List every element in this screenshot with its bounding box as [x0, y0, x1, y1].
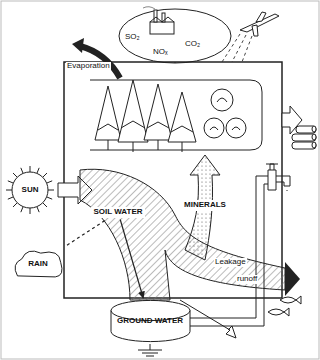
runoff-head [285, 262, 300, 296]
chemical-label: NOₓ [152, 48, 169, 57]
minerals-label: MINERALS [182, 200, 228, 211]
logs-icon [292, 126, 316, 149]
ground-symbol [138, 344, 162, 356]
sun-node: SUN [5, 165, 55, 215]
node-text: GROUND WATER [117, 317, 183, 326]
pollution-cloud [119, 9, 231, 63]
rain-cloud: RAIN [11, 247, 65, 281]
node-text: SUN [22, 186, 39, 195]
biomass-outline [90, 80, 262, 150]
chemical-label: CO₂ [184, 40, 201, 49]
soil-water-label: SOIL WATER [91, 207, 145, 218]
soil-water-flow [80, 169, 285, 300]
factory-icon [143, 7, 174, 34]
flow-label: Leakage [214, 258, 247, 267]
node-text: SOIL WATER [93, 208, 142, 217]
node-text: RAIN [28, 260, 48, 269]
decomposer-icons [204, 89, 246, 138]
airplane-icon [240, 12, 279, 36]
exhaust-lines [222, 34, 252, 62]
fish-icon [268, 296, 301, 316]
rain-lines [67, 220, 106, 246]
groundwater-tank: GROUND WATER [110, 300, 191, 342]
flow-arrow [120, 220, 143, 299]
node-text: MINERALS [184, 201, 226, 210]
process-label: Evaporation [66, 62, 111, 71]
forest-icon [95, 80, 196, 152]
chemical-label: SO₂ [124, 33, 141, 42]
water-pipe [188, 164, 290, 326]
flow-label: runoff [236, 275, 258, 284]
